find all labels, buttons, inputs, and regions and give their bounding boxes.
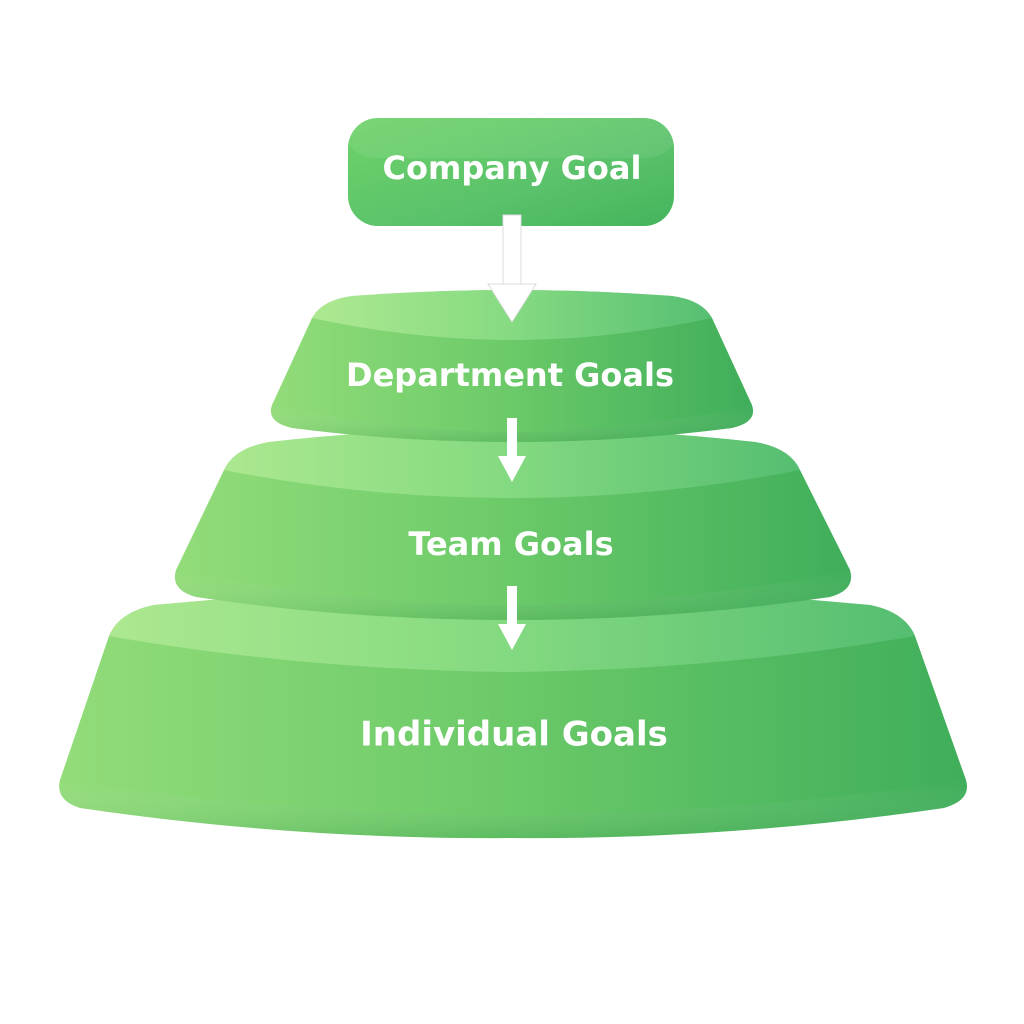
individual-goals-label: Individual Goals xyxy=(360,715,668,755)
tier-company-goal xyxy=(348,118,674,226)
company-goal-label: Company Goal xyxy=(383,149,642,187)
department-goals-label: Department Goals xyxy=(346,356,674,394)
arrow-team-to-individual xyxy=(498,586,526,650)
arrow-department-to-team xyxy=(498,418,526,482)
team-goals-label: Team Goals xyxy=(408,525,613,563)
arrow-company-to-department xyxy=(487,214,537,323)
